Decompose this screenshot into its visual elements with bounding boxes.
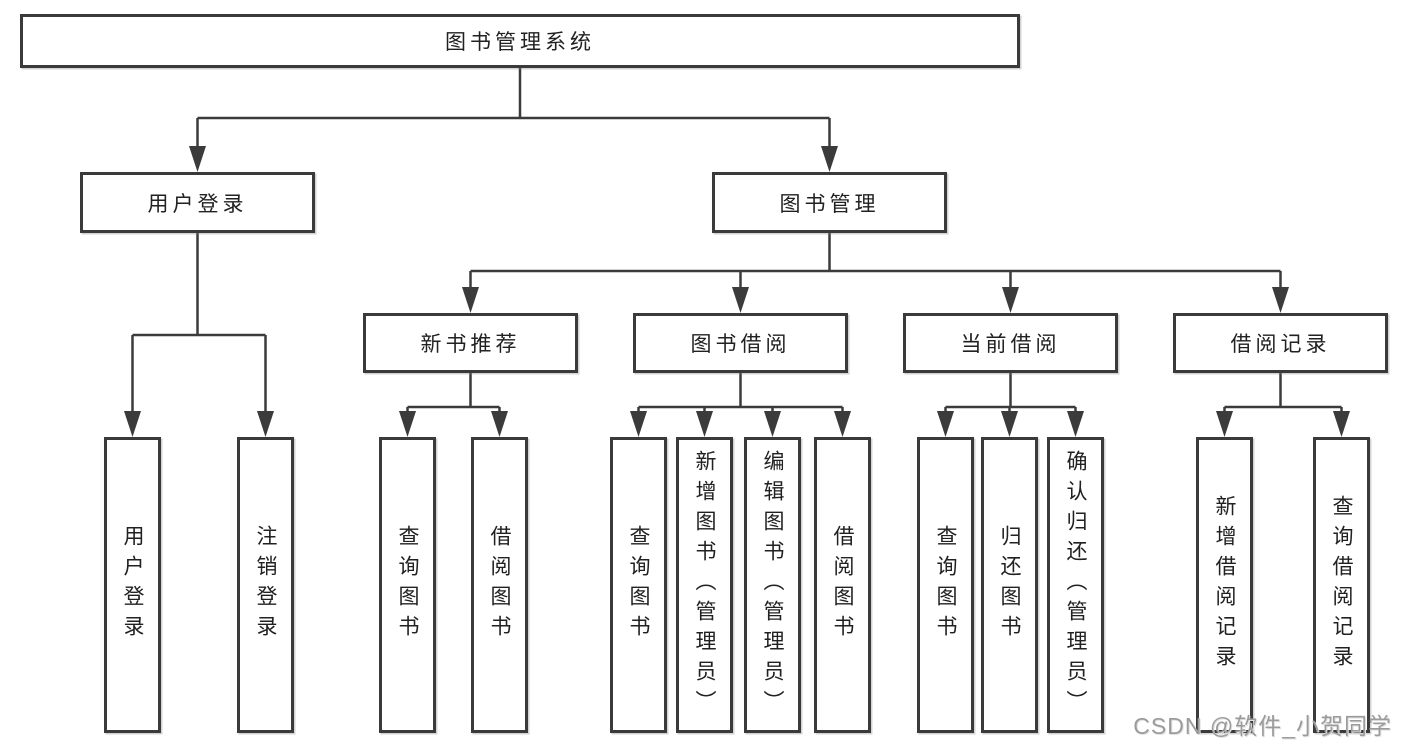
arrow-icon [1001,411,1018,437]
leaf-return-books: 归还图书 [981,437,1038,733]
arrow-icon [462,287,479,313]
edge-records-to-leaves [1223,373,1343,425]
node-book-borrowing: 图书借阅 [633,313,848,373]
leaf-add-books-admin: 新增图书（管理员） [676,437,733,733]
arrow-icon [630,411,647,437]
arrow-icon [257,411,274,437]
leaf-query-books-recommend: 查询图书 [379,437,436,733]
arrow-icon [124,411,141,437]
arrow-icon [834,411,851,437]
edge-root-to-level2 [196,68,831,160]
arrow-icon [1216,411,1233,437]
leaf-borrow-books-recommend: 借阅图书 [471,437,528,733]
node-new-book-recommend: 新书推荐 [363,313,578,373]
arrow-icon [1002,287,1019,313]
leaf-borrow-books: 借阅图书 [814,437,871,733]
arrow-icon [189,146,206,172]
edge-newbook-to-leaves [406,373,501,425]
arrow-icon [764,411,781,437]
arrow-icon [821,146,838,172]
edge-login-to-leaves [131,233,267,425]
edge-borrow-to-leaves [637,373,844,425]
node-user-login: 用户登录 [80,172,315,233]
arrowheads [124,146,1350,437]
arrow-icon [1272,287,1289,313]
arrow-icon [696,411,713,437]
arrow-icon [1333,411,1350,437]
leaf-edit-books-admin: 编辑图书（管理员） [744,437,801,733]
node-library-management-system: 图书管理系统 [20,14,1020,68]
edge-mgmt-to-level3 [469,233,1282,301]
node-book-management: 图书管理 [712,172,947,233]
node-borrowing-records: 借阅记录 [1173,313,1388,373]
leaf-add-borrow-record: 新增借阅记录 [1196,437,1253,733]
leaf-confirm-return-admin: 确认归还（管理员） [1047,437,1104,733]
leaf-logout: 注销登录 [237,437,294,733]
leaf-user-login: 用户登录 [104,437,161,733]
arrow-icon [732,287,749,313]
leaf-query-books-borrowing: 查询图书 [610,437,667,733]
leaf-query-books-current: 查询图书 [917,437,974,733]
arrow-icon [937,411,954,437]
arrow-icon [1067,411,1084,437]
csdn-watermark: CSDN @软件_小贺同学 [1133,713,1392,739]
leaf-query-borrow-record: 查询借阅记录 [1313,437,1370,733]
arrow-icon [399,411,416,437]
arrow-icon [491,411,508,437]
node-current-borrowing: 当前借阅 [903,313,1118,373]
